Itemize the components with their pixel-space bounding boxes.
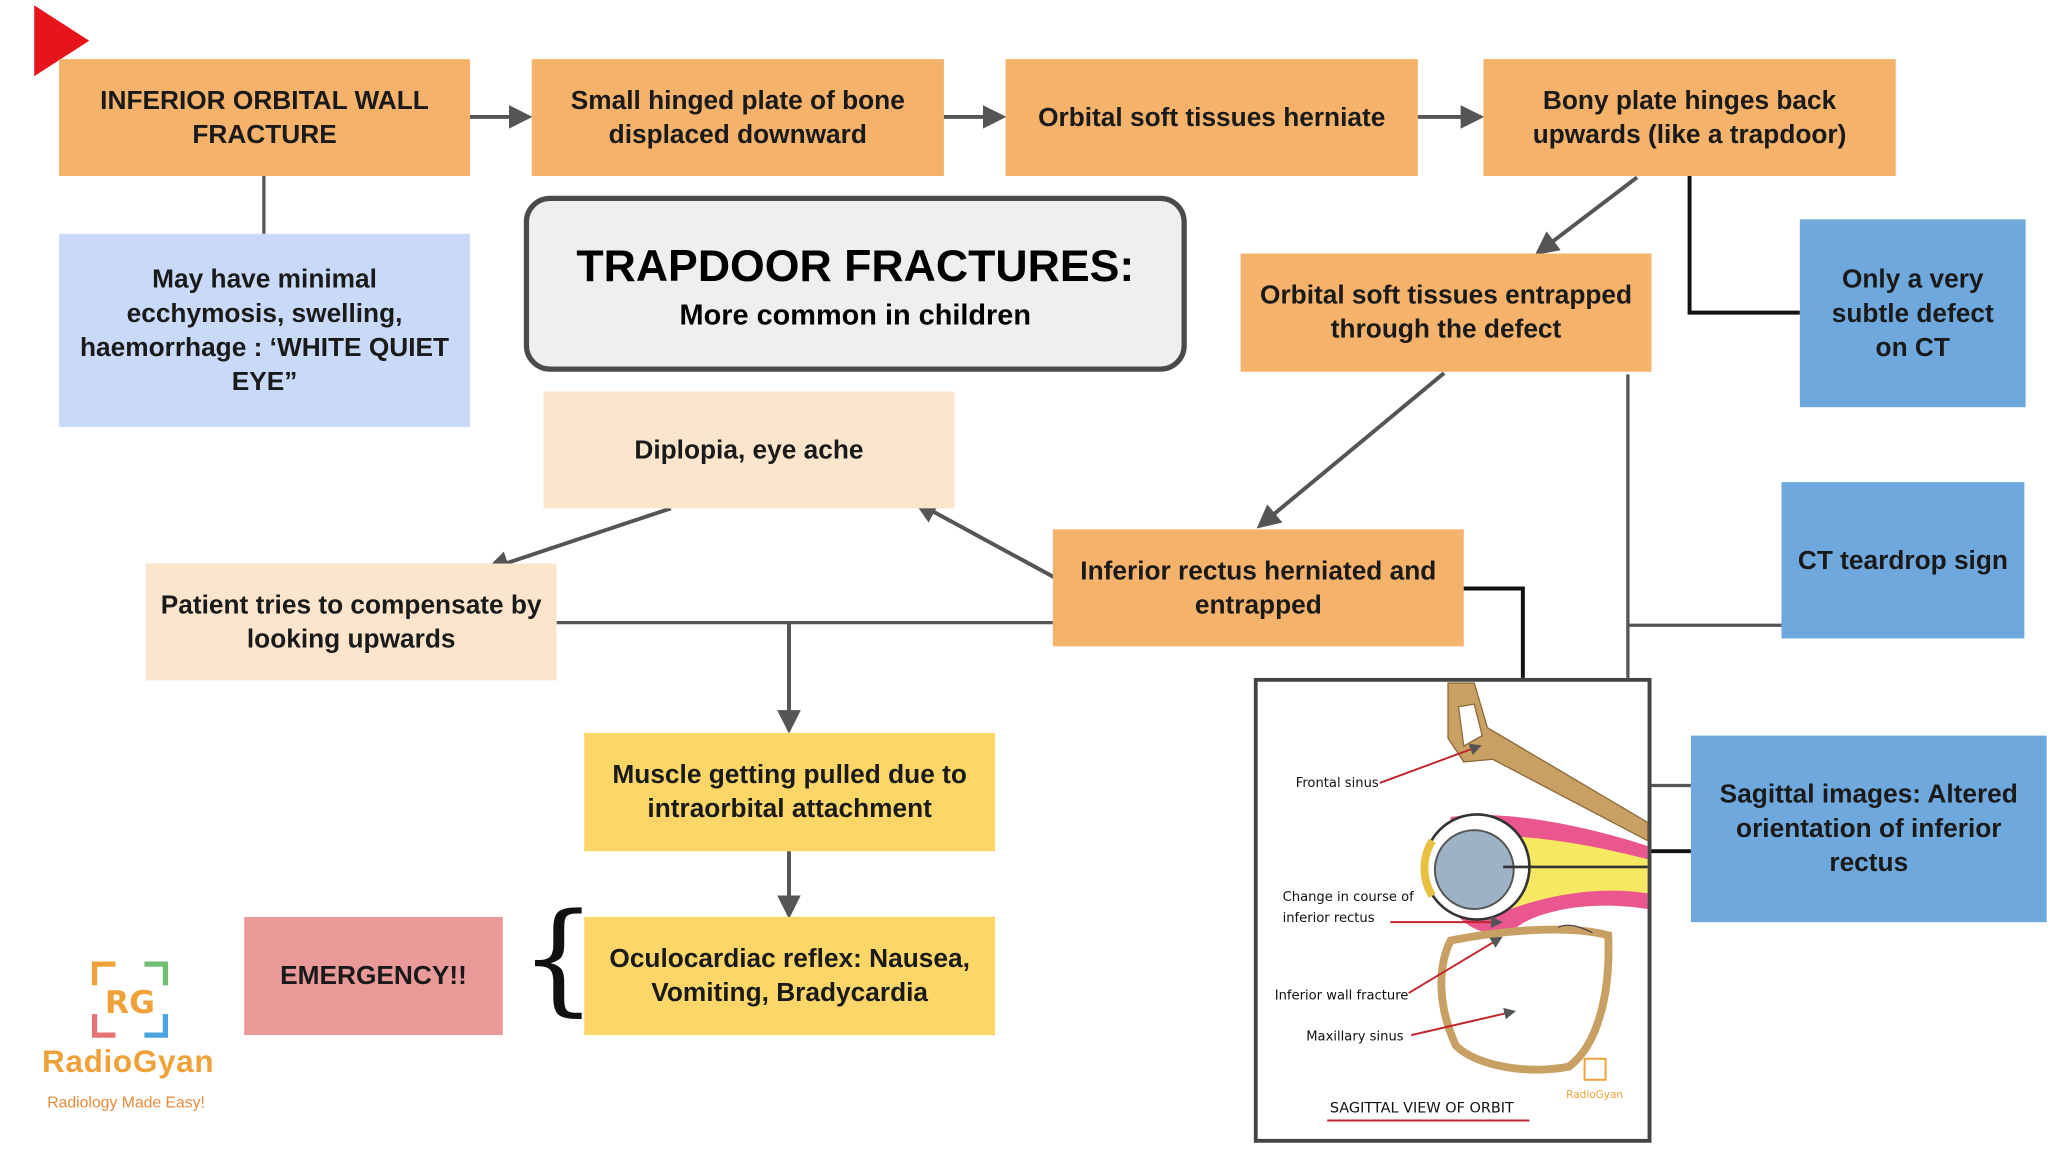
box-oculocardiac-reflex: Oculocardiac reflex: Nausea, Vomiting, B…: [584, 916, 996, 1036]
box-white-quiet-eye: May have minimal ecchymosis, swelling, h…: [59, 233, 470, 427]
box-emergency: EMERGENCY!!: [244, 916, 503, 1036]
logo-name: RadioGyan: [42, 1044, 215, 1080]
link-hinge-to-subtle: [1687, 176, 1800, 315]
label-maxillary-sinus: Maxillary sinus: [1306, 1029, 1404, 1044]
arrow-diplopia-to-compensate: [485, 506, 672, 575]
sagittal-orbit-illustration: Frontal sinus Change in course of inferi…: [1253, 677, 1652, 1143]
box-diplopia: Diplopia, eye ache: [543, 391, 955, 509]
title-card: TRAPDOOR FRACTURES: More common in child…: [523, 195, 1187, 372]
arrow-entrapped-to-rectus: [1256, 371, 1446, 529]
box-subtle-defect: Only a very subtle defect on CT: [1799, 219, 2026, 408]
label-frontal-sinus: Frontal sinus: [1296, 776, 1379, 791]
box-plate-hinges-back: Bony plate hinges back upwards (like a t…: [1483, 59, 1896, 177]
box-inferior-rectus-entrapped: Inferior rectus herniated and entrapped: [1052, 529, 1464, 647]
box-sagittal-images: Sagittal images: Altered orientation of …: [1690, 735, 2047, 923]
logo-tagline: Radiology Made Easy!: [47, 1092, 205, 1112]
label-change-course-2: inferior rectus: [1283, 911, 1375, 926]
box-soft-tissues-entrapped: Orbital soft tissues entrapped through t…: [1240, 253, 1652, 372]
mini-logo-text: RadioGyan: [1566, 1089, 1623, 1101]
box-ct-teardrop-sign: CT teardrop sign: [1781, 482, 2025, 639]
radiogyan-logo-icon: RG: [91, 961, 169, 1038]
brace-symbol: {: [519, 887, 597, 1029]
label-change-course-1: Change in course of: [1283, 890, 1415, 905]
link-rectus-to-illustration: [1462, 586, 1525, 678]
box-muscle-pulled: Muscle getting pulled due to intraorbita…: [584, 732, 996, 852]
logo-mark: RG: [105, 985, 155, 1021]
box-soft-tissues-herniate: Orbital soft tissues herniate: [1005, 59, 1418, 177]
play-triangle-icon: [34, 5, 90, 77]
page-title: TRAPDOOR FRACTURES:: [576, 241, 1135, 292]
page-subtitle: More common in children: [679, 298, 1031, 332]
label-inferior-wall-fracture: Inferior wall fracture: [1275, 989, 1409, 1004]
box-inferior-orbital-wall-fracture: INFERIOR ORBITAL WALL FRACTURE: [59, 59, 470, 177]
arrow-hinge-to-entrapped: [1534, 175, 1639, 256]
box-hinged-plate: Small hinged plate of bone displaced dow…: [531, 59, 944, 177]
illustration-caption: SAGITTAL VIEW OF ORBIT: [1330, 1101, 1514, 1117]
box-compensate-upwards: Patient tries to compensate by looking u…: [145, 563, 557, 681]
arrow-rectus-to-diplopia: [913, 500, 1057, 580]
